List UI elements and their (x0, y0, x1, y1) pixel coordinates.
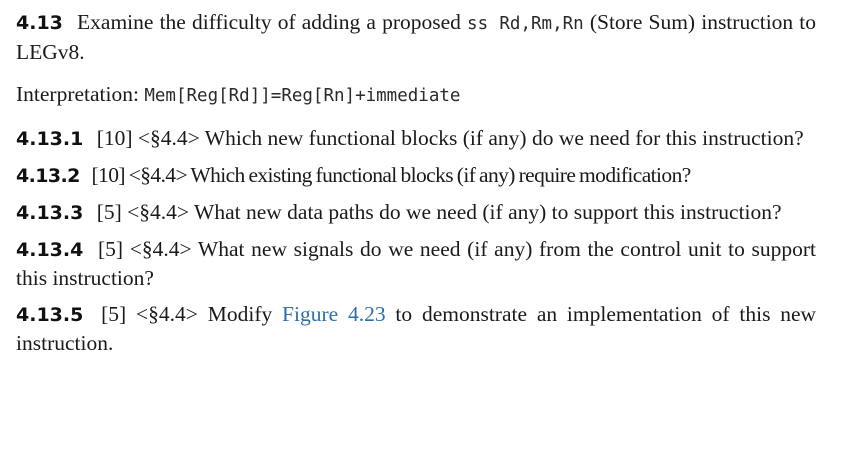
interpretation-label: Interpretation: (16, 82, 139, 106)
exercise-number: 4.13.3 (16, 202, 84, 224)
exercise-section: <§4.4> (136, 302, 198, 326)
exercise-text: What new data paths do we need (if any) … (194, 200, 782, 224)
intro-code: ss Rd,Rm,Rn (467, 14, 584, 34)
exercise-section: <§4.4> (128, 163, 188, 187)
intro-paragraph: 4.13 Examine the difficulty of adding a … (16, 8, 816, 66)
exercise-section: <§4.4> (129, 237, 192, 261)
exercise-4-13-5: 4.13.5 [5] <§4.4> Modify Figure 4.23 to … (16, 300, 816, 357)
exercise-4-13-1: 4.13.1 [10] <§4.4> Which new functional … (16, 124, 816, 153)
exercise-text: What new signals do we need (if any) fro… (16, 237, 816, 290)
exercise-4-13-4: 4.13.4 [5] <§4.4> What new signals do we… (16, 235, 816, 292)
exercise-page: 4.13 Examine the difficulty of adding a … (16, 8, 816, 365)
exercise-4-13-3: 4.13.3 [5] <§4.4> What new data paths do… (16, 198, 816, 227)
interpretation-line: Interpretation: Mem[Reg[Rd]]=Reg[Rn]+imm… (16, 80, 816, 110)
exercise-text-before: Modify (207, 302, 273, 326)
figure-link[interactable]: Figure 4.23 (282, 302, 386, 326)
exercise-text: Which new functional blocks (if any) do … (204, 126, 804, 150)
exercise-number: 4.13.5 (16, 304, 84, 326)
exercise-4-13-2: 4.13.2 [10] <§4.4> Which existing functi… (16, 161, 816, 190)
exercise-points: [5] (96, 200, 122, 224)
exercise-number: 4.13.4 (16, 239, 84, 261)
exercise-section: <§4.4> (137, 126, 200, 150)
exercise-number: 4.13.2 (16, 165, 80, 187)
interpretation-code: Mem[Reg[Rd]]=Reg[Rn]+immediate (144, 86, 461, 106)
exercise-points: [10] (91, 163, 126, 187)
exercise-text: Which existing functional blocks (if any… (190, 163, 691, 187)
exercise-number: 4.13.1 (16, 128, 84, 150)
intro-number: 4.13 (16, 12, 63, 34)
exercise-section: <§4.4> (127, 200, 190, 224)
exercise-text-after: to demonstrate an implementation of this… (16, 302, 817, 355)
intro-text-after: (Store Sum) instruction to LEGv8. (16, 10, 817, 64)
intro-text-before: Examine the difficulty of adding a propo… (77, 10, 461, 34)
exercise-points: [5] (101, 302, 127, 326)
exercise-points: [5] (98, 237, 124, 261)
exercise-points: [10] (96, 126, 133, 150)
